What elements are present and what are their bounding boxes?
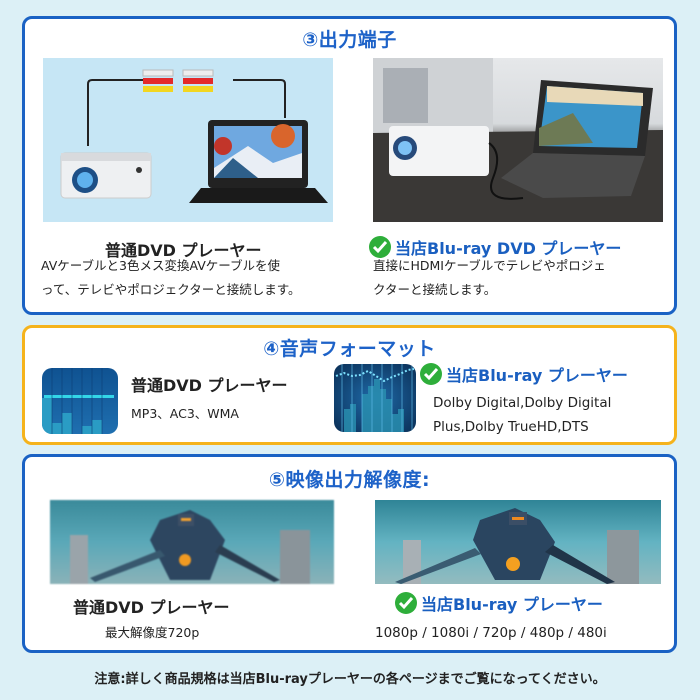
section-title-output-terminal: ③出力端子	[302, 29, 397, 51]
normal-dvd-desc: AVケーブルと3色メス変換AVケーブルを使 って、テレビやポロジェクターと接続し…	[41, 254, 361, 302]
bluray-dvd-desc: 直接にHDMIケーブルでテレビやポロジェ クターと接続します。	[373, 254, 673, 302]
green-check-icon	[369, 236, 391, 258]
bluray-video-title-text: 当店Blu-ray プレーヤー	[421, 595, 603, 614]
bluray-audio-title: 当店Blu-ray プレーヤー	[420, 362, 628, 386]
normal-dvd-audio-formats: MP3、AC3、WMA	[131, 406, 239, 421]
bluray-dvd-desc-line2: クターと接続します。	[373, 282, 497, 297]
green-check-icon	[420, 363, 442, 385]
bluray-audio-title-text: 当店Blu-ray プレーヤー	[446, 366, 628, 385]
av-cable-illustration	[43, 58, 333, 222]
spectrum-analyzer-icon	[334, 364, 416, 432]
normal-dvd-video-title: 普通DVD プレーヤー	[73, 598, 230, 617]
equalizer-icon	[42, 368, 118, 434]
bluray-dvd-title: 当店Blu-ray DVD プレーヤー	[369, 235, 621, 259]
bluray-dvd-desc-line1: 直接にHDMIケーブルでテレビやポロジェ	[373, 258, 606, 273]
normal-dvd-title: 普通DVD プレーヤー	[105, 241, 262, 260]
hdmi-connection-photo	[373, 58, 663, 222]
normal-dvd-desc-line1: AVケーブルと3色メス変換AVケーブルを使	[41, 258, 281, 273]
audio-format-panel: ④音声フォーマット 普通DVD プレーヤー MP3、AC3、WMA	[22, 325, 677, 445]
bluray-resolutions: 1080p / 1080i / 720p / 480p / 480i	[375, 625, 607, 641]
high-res-movie-still	[375, 500, 661, 584]
low-res-movie-still	[50, 500, 334, 584]
normal-dvd-max-resolution: 最大解像度720p	[105, 625, 200, 640]
bluray-audio-formats: Dolby Digital,Dolby Digital Plus,Dolby T…	[433, 391, 611, 439]
bluray-video-title: 当店Blu-ray プレーヤー	[395, 591, 603, 615]
output-terminal-panel: ③出力端子	[22, 16, 677, 315]
section-title-audio-format: ④音声フォーマット	[263, 338, 436, 360]
video-resolution-panel: ⑤映像出力解像度: 普通DVD プレーヤー 最大解像度720p 当店Blu-ra…	[22, 454, 677, 653]
normal-dvd-audio-title: 普通DVD プレーヤー	[131, 376, 288, 395]
bluray-dvd-title-text: 当店Blu-ray DVD プレーヤー	[395, 239, 622, 258]
bluray-audio-formats-line1: Dolby Digital,Dolby Digital	[433, 395, 612, 411]
bluray-audio-formats-line2: Plus,Dolby TrueHD,DTS	[433, 419, 589, 435]
normal-dvd-desc-line2: って、テレビやポロジェクターと接続します。	[41, 282, 301, 297]
footer-note: 注意:詳しく商品規格は当店Blu-rayプレーヤーの各ページまでご覧になってくだ…	[94, 672, 606, 687]
section-title-video-resolution: ⑤映像出力解像度:	[268, 469, 431, 491]
green-check-icon	[395, 592, 417, 614]
